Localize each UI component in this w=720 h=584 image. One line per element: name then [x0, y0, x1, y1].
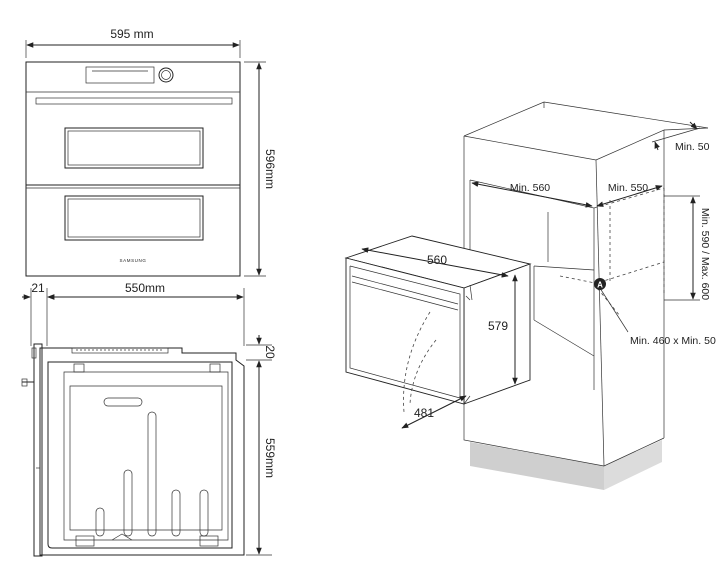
niche-width-label: Min. 560: [510, 182, 550, 194]
niche-width-dimension-line: [471, 181, 593, 208]
oven-side-outline: [39, 347, 245, 556]
oven-front-panel-side: [33, 343, 43, 557]
vent-opening-label: Min. 460 x Min. 50: [630, 335, 716, 347]
oven-width-dimension-line: [361, 247, 509, 278]
oven-cavity-outline: [47, 361, 233, 549]
side-height-label: 559mm: [263, 438, 277, 478]
marker-a-label: A: [597, 281, 603, 290]
oven-width-label: 560: [427, 253, 447, 267]
brand-logo: SAMSUNG: [120, 258, 147, 263]
side-view: 21 550mm 20: [21, 281, 277, 557]
control-display: [85, 66, 155, 84]
niche-depth-label: Min. 550: [608, 182, 648, 194]
cabinet-plinth: [470, 442, 604, 490]
front-height-label: 596mm: [263, 149, 277, 189]
oven-front-outline: [25, 61, 241, 277]
front-view: 595 mm SAMSUNG 596mm: [25, 27, 277, 277]
niche-height-label: Min. 590 / Max. 600: [699, 208, 711, 300]
rear-vent-slot: [103, 397, 143, 407]
side-offset-label: 21: [31, 281, 45, 295]
control-knob-icon: [158, 67, 174, 83]
door-swing-label: 481: [414, 406, 434, 420]
top-clearance-label: Min. 50: [675, 141, 710, 153]
niche-depth-dimension-line: [596, 185, 663, 207]
side-depth-label: 550mm: [125, 281, 165, 295]
lower-door-window: [64, 195, 204, 241]
side-top-gap-label: 20: [263, 345, 277, 359]
upper-door-handle: [35, 97, 233, 105]
oven-height-label: 579: [488, 319, 508, 333]
marker-a-icon: [594, 278, 606, 290]
door-swing-dimension-line: [401, 395, 467, 429]
top-vent-strip: [71, 347, 169, 354]
oven-box-side: [463, 263, 531, 405]
upper-door-window: [64, 127, 204, 169]
front-width-label: 595 mm: [110, 27, 153, 41]
installation-view: Min. 560 Min. 550 Min. 50 Min. 590 / Max…: [344, 101, 716, 490]
